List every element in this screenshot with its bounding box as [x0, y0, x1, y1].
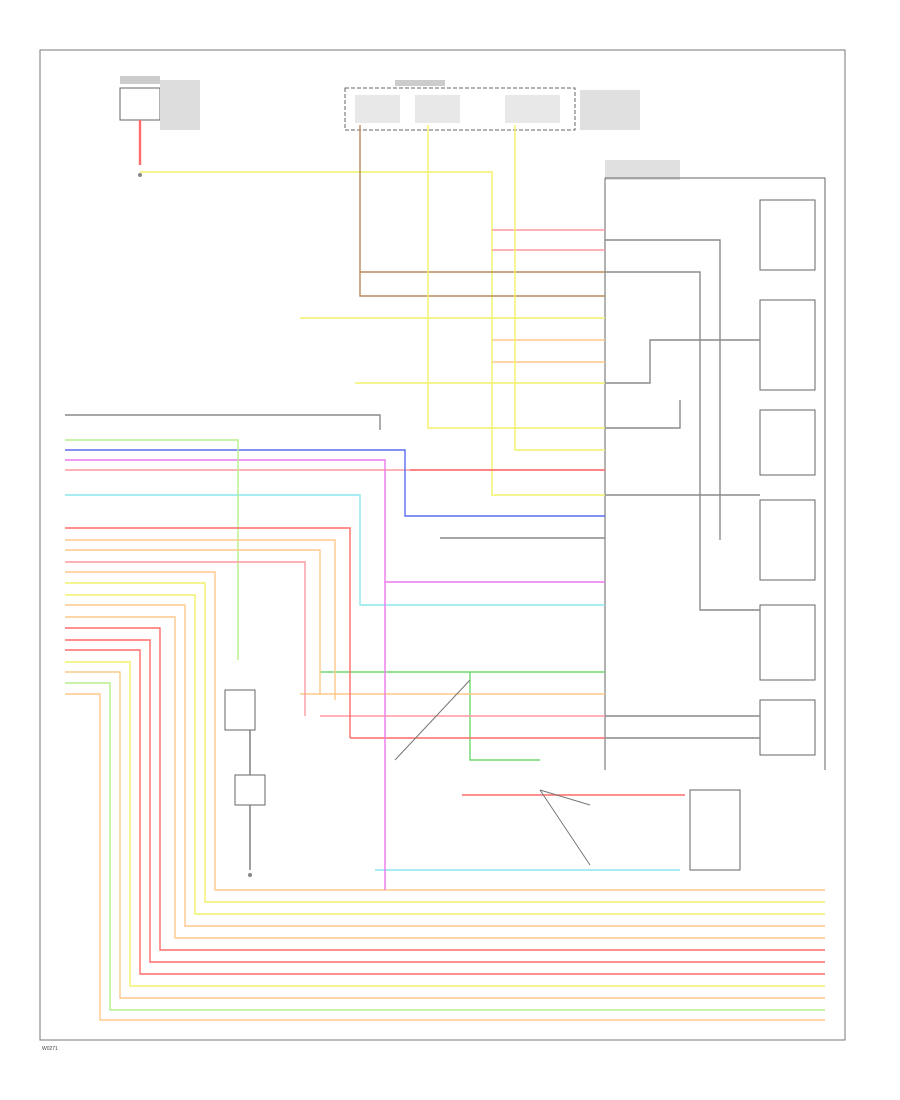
diagram-frame	[39, 49, 846, 1041]
main-control-module	[604, 160, 826, 770]
sensor-components	[224, 679, 741, 877]
relay-boxes	[759, 199, 816, 756]
junction-box	[344, 80, 640, 131]
footer-code: W0271	[42, 1046, 58, 1052]
top-left-component	[119, 76, 200, 177]
